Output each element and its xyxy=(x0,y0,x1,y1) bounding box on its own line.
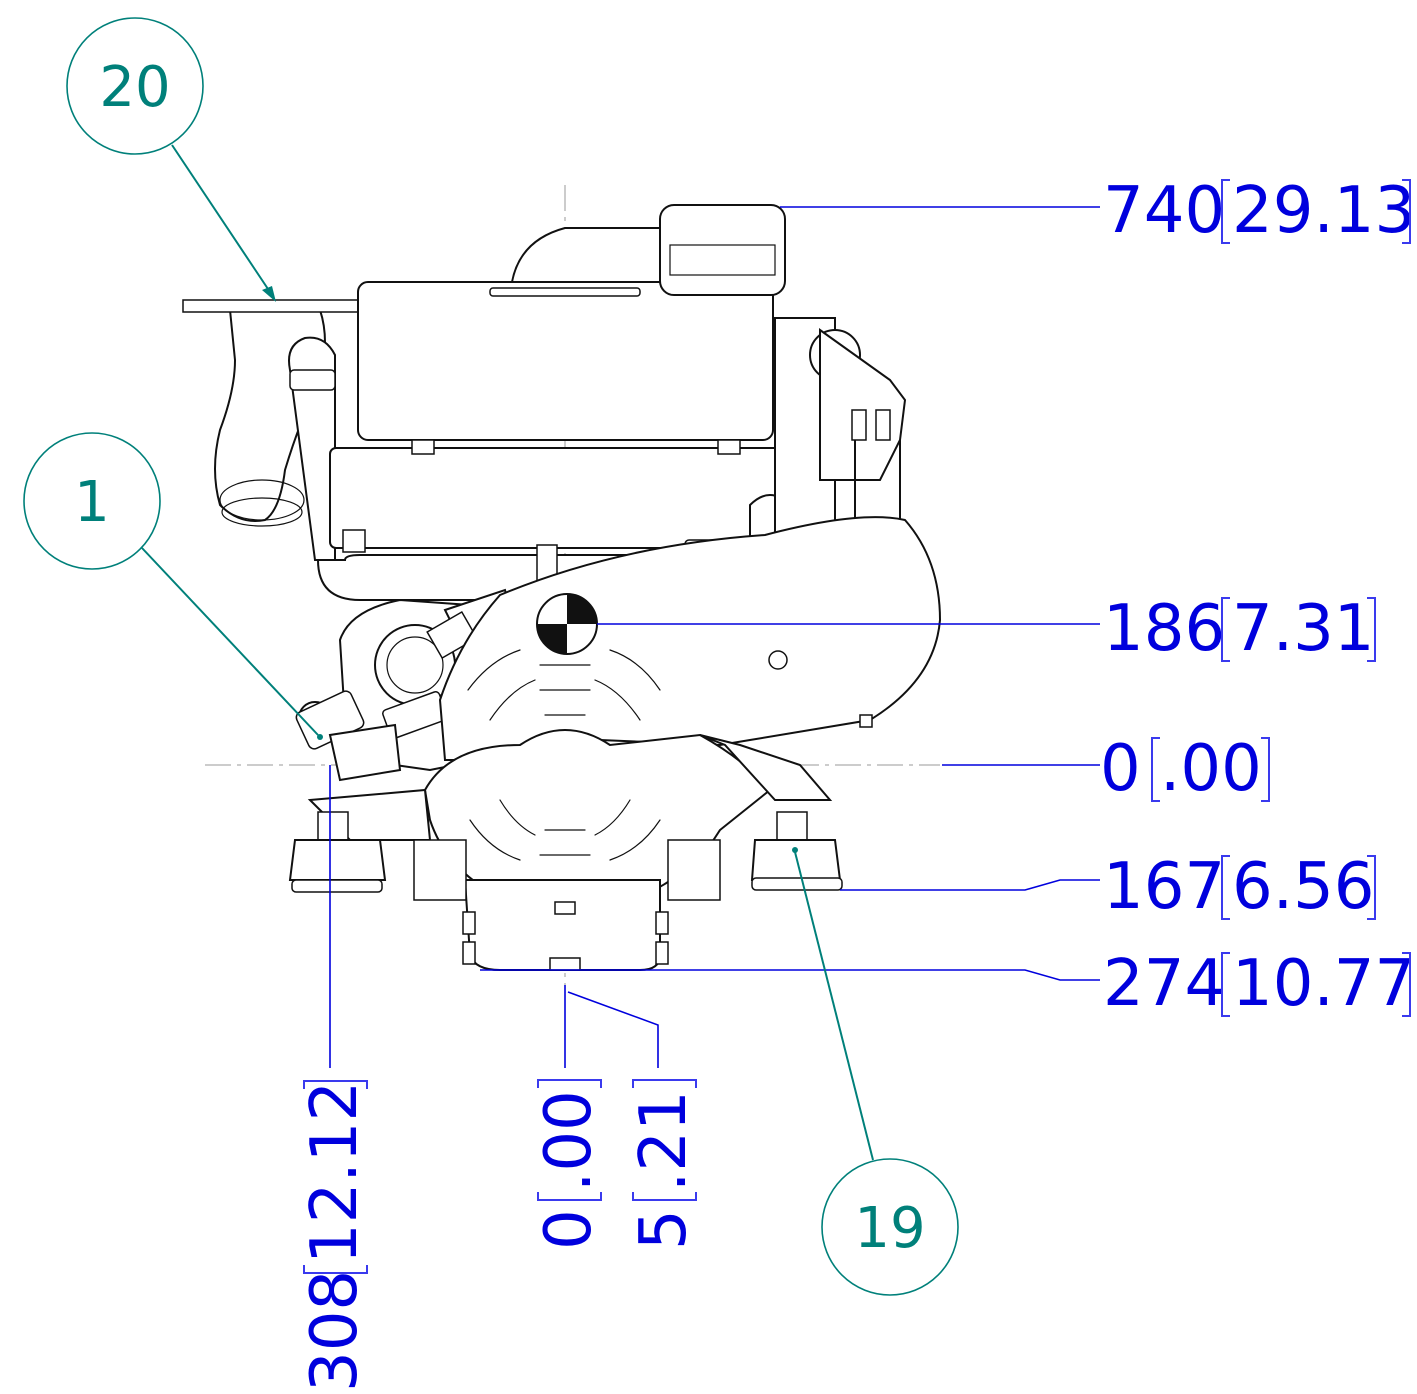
balloon-1-label: 1 xyxy=(74,470,110,535)
dim-308-inch: 12.12 xyxy=(298,1081,372,1264)
balloon-19: 19 xyxy=(792,847,959,1296)
dim-167-value: 167 xyxy=(1103,850,1225,924)
dim-5-inch: .21 xyxy=(627,1090,701,1192)
dim-167: 167 6.56 xyxy=(1103,850,1376,924)
balloon-20-label: 20 xyxy=(99,55,170,120)
dim-0v-inch: .00 xyxy=(532,1090,606,1192)
dim-5-value: 5 xyxy=(627,1209,701,1250)
dim-167-inch: 6.56 xyxy=(1232,850,1375,924)
dim-0h-value: 0 xyxy=(1100,732,1141,806)
left-engine-mount xyxy=(288,811,387,893)
dim-186: 186 7.31 xyxy=(1103,592,1376,666)
upper-vent xyxy=(467,649,661,721)
balloon-20: 20 xyxy=(66,17,276,302)
dim-0h-inch: .00 xyxy=(1160,732,1262,806)
dim-308: 308 12.12 xyxy=(298,1080,372,1392)
dim-0-vertical: 0 .00 xyxy=(532,1079,606,1250)
dim-740-inch: 29.13 xyxy=(1232,174,1415,248)
dim-186-value: 186 xyxy=(1103,592,1225,666)
dim-740-value: 740 xyxy=(1103,174,1225,248)
balloon-19-label: 19 xyxy=(854,1196,925,1261)
dim-740: 740 29.13 xyxy=(1103,174,1415,248)
dim-5: 5 .21 xyxy=(627,1079,701,1250)
dimension-lines xyxy=(329,206,1100,1068)
dim-274: 274 10.77 xyxy=(1103,947,1415,1021)
dim-0v-value: 0 xyxy=(532,1209,606,1250)
dim-274-value: 274 xyxy=(1103,947,1225,1021)
dim-274-inch: 10.77 xyxy=(1232,947,1415,1021)
center-of-gravity-symbol xyxy=(536,593,598,655)
dim-308-value: 308 xyxy=(298,1270,372,1392)
balloon-1: 1 xyxy=(23,432,323,740)
dim-0-horizontal: 0 .00 xyxy=(1100,732,1270,806)
engine-outline xyxy=(182,204,942,971)
dim-186-inch: 7.31 xyxy=(1232,592,1375,666)
